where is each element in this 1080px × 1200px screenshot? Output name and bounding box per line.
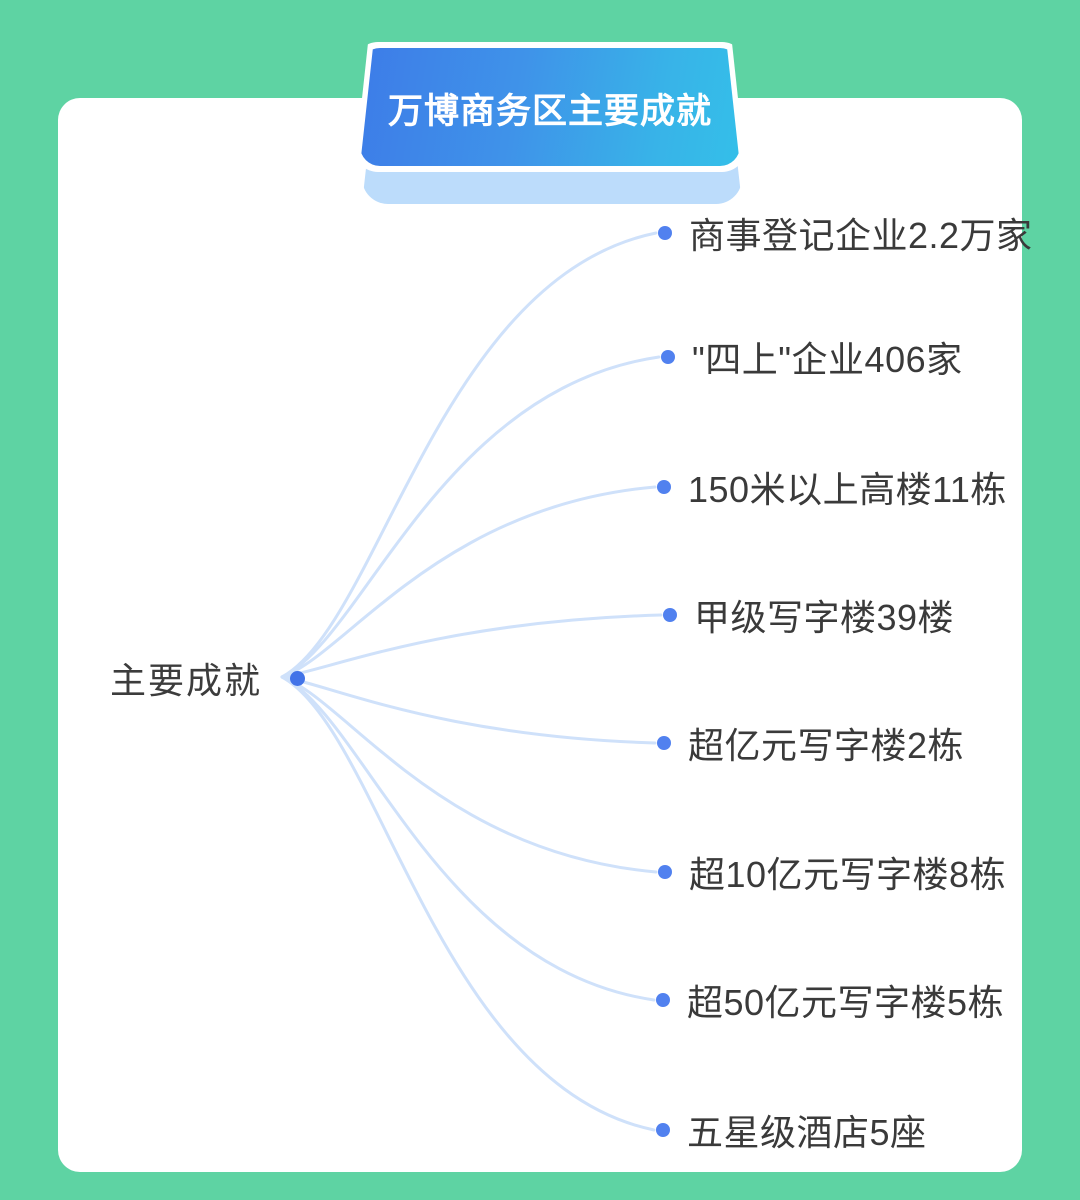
mindmap-branch-node[interactable]: 超10亿元写字楼8栋 xyxy=(658,846,1006,898)
branch-node-dot xyxy=(656,1123,670,1137)
mindmap-branch-node[interactable]: 超50亿元写字楼5栋 xyxy=(656,974,1004,1026)
mindmap-branch-node[interactable]: 商事登记企业2.2万家 xyxy=(658,207,1033,259)
branch-connector xyxy=(280,355,661,679)
branch-connector xyxy=(280,485,657,679)
branch-connector xyxy=(280,675,656,1002)
branch-node-label: 甲级写字楼39楼 xyxy=(694,597,955,638)
root-node-label: 主要成就 xyxy=(110,660,263,701)
branch-node-dot xyxy=(663,608,677,622)
branch-node-dot xyxy=(658,226,672,240)
branch-node-dot xyxy=(658,865,672,879)
branch-node-dot xyxy=(661,350,675,364)
title-banner: 万博商务区主要成就 xyxy=(352,40,752,204)
branch-connector xyxy=(280,675,656,1132)
page-title: 万博商务区主要成就 xyxy=(387,91,712,131)
branch-node-label: 超50亿元写字楼5栋 xyxy=(687,982,1005,1023)
branch-node-label: "四上"企业406家 xyxy=(692,339,963,380)
branch-node-dot xyxy=(657,736,671,750)
branch-node-label: 超10亿元写字楼8栋 xyxy=(689,854,1007,895)
mindmap-branch-node[interactable]: 五星级酒店5座 xyxy=(656,1104,927,1156)
branch-connector xyxy=(280,675,657,745)
branch-connector xyxy=(280,613,663,679)
branch-node-dot xyxy=(657,480,671,494)
banner-body: 万博商务区主要成就 xyxy=(360,48,740,166)
root-node-dot xyxy=(290,670,306,686)
mindmap-branch-node[interactable]: "四上"企业406家 xyxy=(661,331,963,383)
mindmap-root-node[interactable]: 主要成就 xyxy=(110,652,306,704)
mindmap-branch-node[interactable]: 150米以上高楼11栋 xyxy=(657,461,1007,513)
branch-node-label: 150米以上高楼11栋 xyxy=(688,469,1007,510)
branch-connector xyxy=(280,231,658,679)
branch-node-dot xyxy=(656,993,670,1007)
mindmap-branch-node[interactable]: 超亿元写字楼2栋 xyxy=(657,717,964,769)
branch-connector xyxy=(280,675,658,874)
content-card xyxy=(58,98,1022,1172)
branch-node-label: 商事登记企业2.2万家 xyxy=(689,215,1033,256)
mindmap-branch-node[interactable]: 甲级写字楼39楼 xyxy=(663,589,954,641)
branch-node-label: 超亿元写字楼2栋 xyxy=(688,725,965,766)
branch-node-label: 五星级酒店5座 xyxy=(687,1112,927,1153)
